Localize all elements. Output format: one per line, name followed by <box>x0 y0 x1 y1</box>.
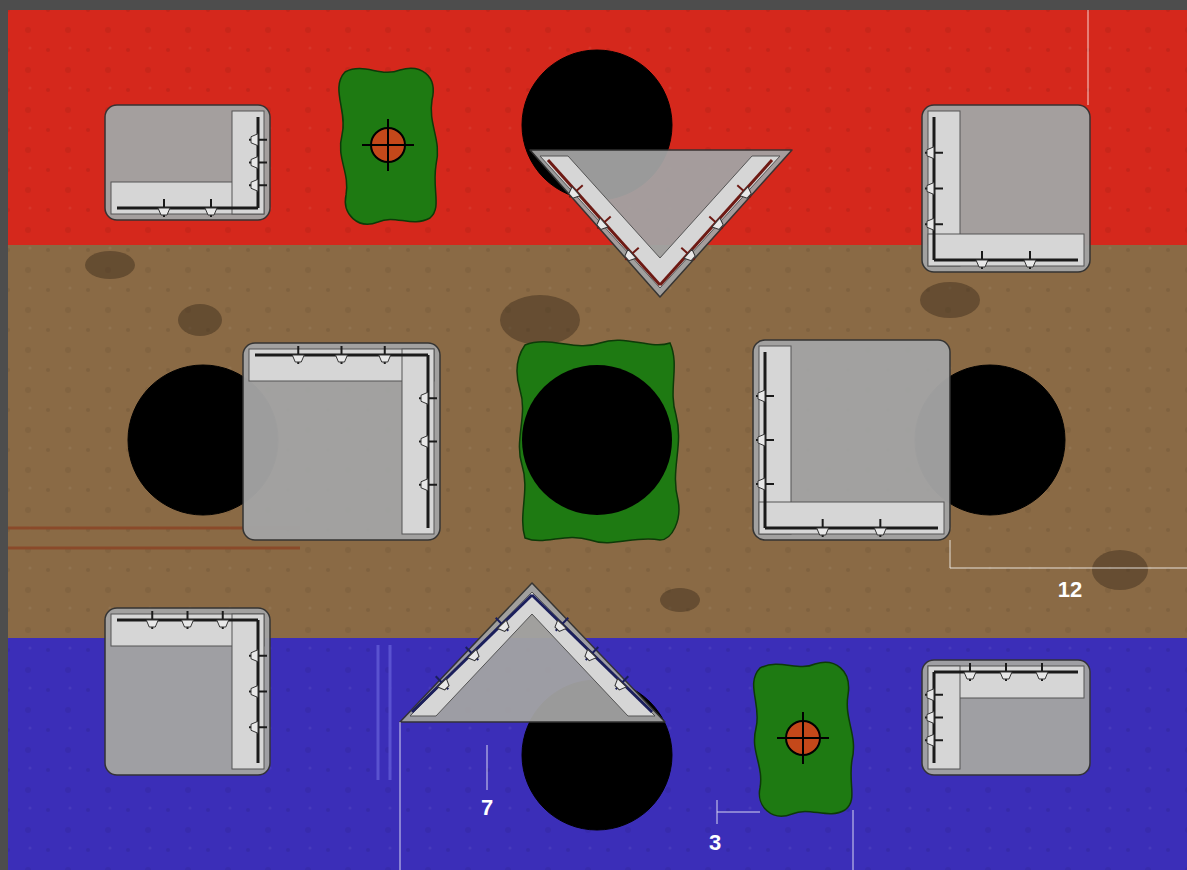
ruins <box>105 105 1090 775</box>
ruin <box>105 608 270 775</box>
wall-bolt <box>756 434 774 446</box>
wall-bolt <box>182 611 194 629</box>
wall-bolt <box>158 199 170 217</box>
wall-bolt <box>419 479 437 491</box>
wall <box>117 207 258 210</box>
wall-bolt <box>925 689 943 701</box>
dimension-label: 12 <box>1058 579 1082 601</box>
wall-bolt <box>677 243 698 264</box>
dimension-label: 7 <box>481 797 493 819</box>
objective-marker <box>362 119 414 171</box>
wall-bolt <box>419 392 437 404</box>
wall-bolt <box>249 686 267 698</box>
wall-bolt <box>431 672 452 693</box>
wall-bolt <box>705 212 726 233</box>
wall-bolt <box>249 157 267 169</box>
wall-bolt <box>292 346 304 364</box>
ruin <box>105 105 270 220</box>
wall <box>532 595 652 712</box>
wall-bolt <box>336 346 348 364</box>
measurement-lines <box>400 10 1187 870</box>
ruin <box>753 340 950 540</box>
wall-bolt <box>249 134 267 146</box>
wall-bolt <box>925 712 943 724</box>
wall <box>660 160 772 285</box>
ruin-footprint <box>522 365 672 515</box>
wall-bolt <box>249 650 267 662</box>
wall-bolt <box>217 611 229 629</box>
wall <box>765 527 938 530</box>
ruin <box>922 105 1090 272</box>
wall-bolt <box>621 243 642 264</box>
wall-bolt <box>551 614 572 635</box>
woods <box>339 68 854 816</box>
ruin <box>922 660 1090 775</box>
wall-bolt <box>611 672 632 693</box>
ruin <box>400 583 665 722</box>
wall-bolt <box>756 478 774 490</box>
wall-bolt <box>817 519 829 537</box>
wall <box>934 259 1078 262</box>
wall-bolt <box>976 251 988 269</box>
wall-bolt <box>249 721 267 733</box>
wall-bolt <box>925 218 943 230</box>
wall-bolt <box>205 199 217 217</box>
ruin <box>530 150 792 297</box>
texture <box>8 10 1187 870</box>
wall-bolt <box>581 643 602 664</box>
wall-bolt <box>874 519 886 537</box>
blue-grating <box>378 645 390 780</box>
wall-bolt <box>925 734 943 746</box>
wall-bolt <box>249 179 267 191</box>
wall-bolt <box>461 643 482 664</box>
wall <box>548 160 660 285</box>
objective-marker <box>777 712 829 764</box>
wall-bolt <box>1036 663 1048 681</box>
wall-bolt <box>964 663 976 681</box>
wall-bolt <box>565 181 586 202</box>
craters <box>85 251 1148 612</box>
wall-bolt <box>146 611 158 629</box>
wall-bolt <box>379 346 391 364</box>
wall-bolt <box>1000 663 1012 681</box>
wall-bolt <box>925 183 943 195</box>
wall-bolt <box>925 147 943 159</box>
wall-bolt <box>756 390 774 402</box>
wall-bolt <box>419 436 437 448</box>
wall-bolt <box>491 614 512 635</box>
ruin <box>243 343 440 540</box>
wall-bolt <box>593 212 614 233</box>
wall-bolt <box>733 181 754 202</box>
dimension-label: 3 <box>709 832 721 854</box>
wall <box>412 595 532 712</box>
wall-bolt <box>1024 251 1036 269</box>
